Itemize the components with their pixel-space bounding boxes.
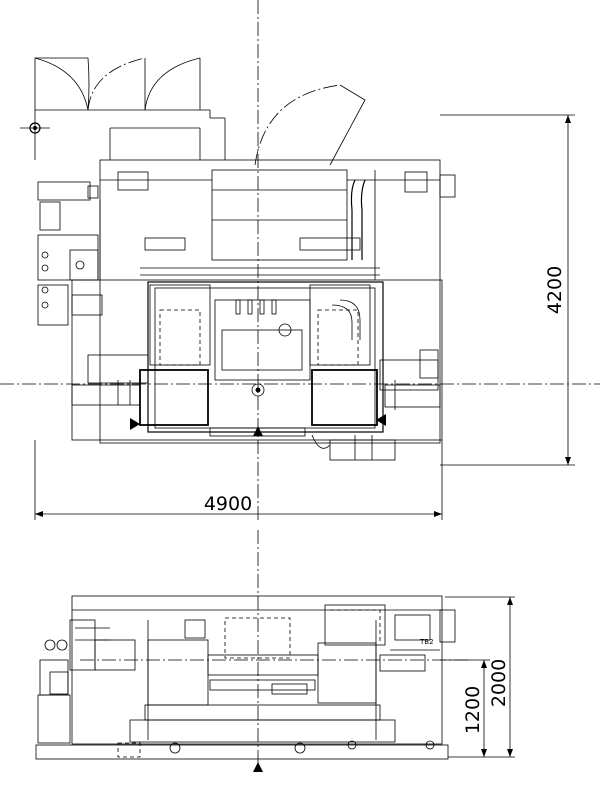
section-arrow-bottom [253,426,263,436]
machine-frame-plan [71,159,456,461]
dimension-width-plan: 4900 [34,440,443,520]
machine-frame-elevation: TB2 [35,595,456,760]
dimension-1200-label: 1200 [462,686,484,734]
datum-symbol [20,122,50,134]
control-panel-plan [37,181,103,326]
door-swing-arcs [34,57,366,166]
dimension-2000-label: 2000 [488,659,510,707]
plan-view: 4900 4200 [0,0,600,520]
dimension-shaft-height: 1200 [440,659,490,757]
dimension-height-elevation: 2000 [445,596,515,758]
hydraulic-unit-elevation [37,619,136,744]
elevation-view: TB2 2000 [35,530,515,772]
section-arrow-left [130,418,140,430]
dimension-4200-label: 4200 [544,266,566,314]
section-arrow-right [376,414,386,426]
valve-tag-label: TB2 [419,638,434,646]
dimension-4900-label: 4900 [204,493,252,515]
dimension-depth-plan: 4200 [440,114,575,466]
section-arrow-elevation [253,762,263,772]
